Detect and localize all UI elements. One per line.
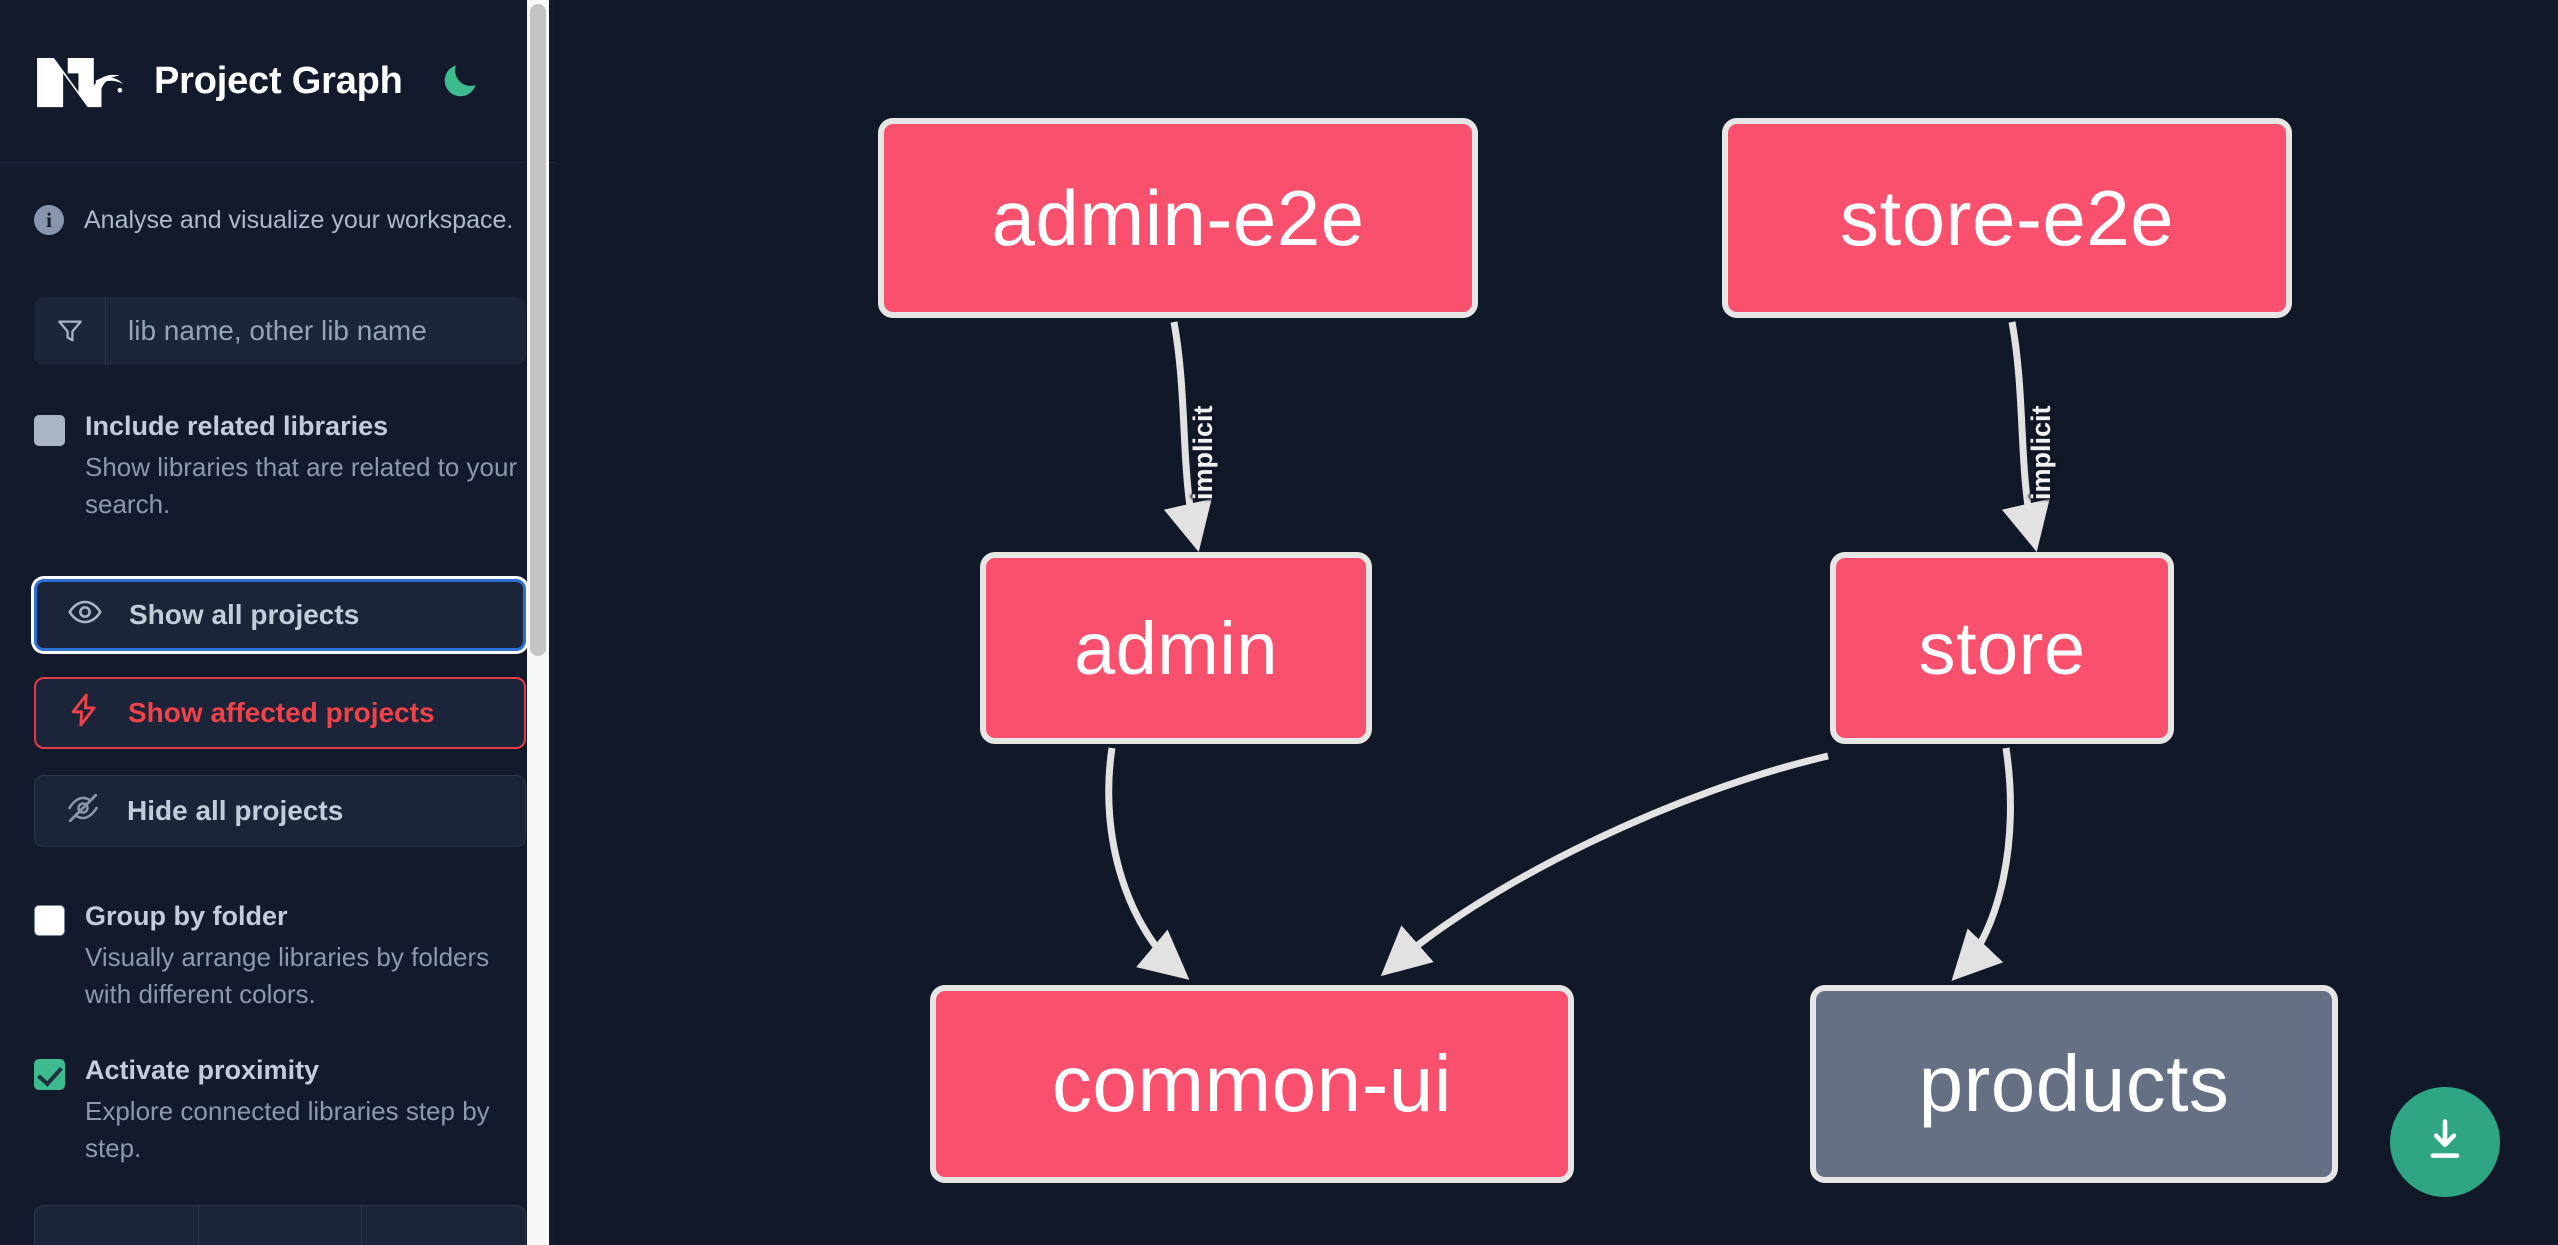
graph-node-admin[interactable]: admin bbox=[980, 552, 1372, 744]
option-include-related-libraries[interactable]: Include related libraries Show libraries… bbox=[34, 409, 526, 523]
include-related-libraries-checkbox[interactable] bbox=[34, 415, 65, 446]
proximity-stepper-group[interactable] bbox=[34, 1205, 526, 1245]
edge-admin-to-common-ui bbox=[1105, 747, 1190, 980]
hide-all-projects-button[interactable]: Hide all projects bbox=[34, 774, 526, 847]
funnel-icon bbox=[34, 297, 106, 365]
download-graph-button[interactable] bbox=[2390, 1087, 2500, 1197]
show-affected-projects-button[interactable]: Show affected projects bbox=[34, 676, 526, 749]
sidebar-divider bbox=[555, 0, 560, 1245]
proximity-value-button[interactable] bbox=[199, 1206, 363, 1245]
workspace-hint: i Analyse and visualize your workspace. bbox=[34, 163, 526, 235]
edge-store-to-products bbox=[1951, 747, 2014, 981]
activate-proximity-description: Explore connected libraries step by step… bbox=[85, 1095, 490, 1163]
sidebar-body: i Analyse and visualize your workspace. … bbox=[0, 163, 560, 1167]
edge-store-e2e-to-store bbox=[2001, 321, 2050, 552]
search-input[interactable] bbox=[106, 297, 526, 365]
graph-node-store[interactable]: store bbox=[1830, 552, 2174, 744]
graph-node-common-ui[interactable]: common-ui bbox=[930, 985, 1574, 1183]
edge-store-to-common-ui bbox=[1380, 752, 1829, 977]
project-graph-canvas[interactable]: admin-e2e store-e2e admin store common-u… bbox=[560, 0, 2558, 1245]
activate-proximity-checkbox[interactable] bbox=[34, 1058, 65, 1090]
eye-off-icon bbox=[65, 790, 101, 831]
edge-label-implicit-admin: implicit bbox=[1188, 405, 1218, 500]
moon-icon[interactable] bbox=[437, 58, 483, 104]
sidebar-header: Project Graph bbox=[0, 0, 560, 163]
edge-admin-e2e-to-admin bbox=[1163, 321, 1212, 552]
group-by-folder-description: Visually arrange libraries by folders wi… bbox=[85, 942, 490, 1009]
filter-search-box[interactable] bbox=[34, 297, 526, 365]
graph-node-admin-e2e[interactable]: admin-e2e bbox=[878, 118, 1478, 318]
lightning-icon bbox=[66, 692, 102, 733]
info-icon: i bbox=[34, 205, 64, 235]
show-affected-projects-label: Show affected projects bbox=[128, 696, 435, 728]
graph-edges bbox=[1105, 321, 2050, 981]
sidebar-scrollbar-thumb[interactable] bbox=[530, 4, 546, 656]
sidebar-scrollbar[interactable] bbox=[527, 0, 549, 1245]
app-title: Project Graph bbox=[154, 59, 403, 102]
proximity-decrease-button[interactable] bbox=[35, 1206, 199, 1245]
group-by-folder-checkbox[interactable] bbox=[34, 904, 65, 936]
activate-proximity-label: Activate proximity bbox=[85, 1054, 320, 1085]
include-related-libraries-label: Include related libraries bbox=[85, 411, 389, 441]
download-icon bbox=[2419, 1114, 2471, 1171]
option-group-by-folder[interactable]: Group by folder Visually arrange librari… bbox=[34, 899, 526, 1013]
proximity-increase-button[interactable] bbox=[362, 1206, 525, 1245]
graph-node-store-e2e[interactable]: store-e2e bbox=[1722, 118, 2292, 318]
sidebar: Project Graph i Analyse and visualize yo… bbox=[0, 0, 560, 1245]
show-all-projects-button[interactable]: Show all projects bbox=[34, 578, 526, 651]
hide-all-projects-label: Hide all projects bbox=[127, 794, 344, 826]
workspace-hint-text: Analyse and visualize your workspace. bbox=[84, 205, 514, 234]
nx-logo bbox=[34, 50, 126, 112]
group-by-folder-label: Group by folder bbox=[85, 900, 288, 931]
graph-node-products[interactable]: products bbox=[1810, 985, 2338, 1183]
include-related-libraries-description: Show libraries that are related to your … bbox=[85, 452, 518, 519]
edge-label-implicit-store: implicit bbox=[2026, 405, 2056, 500]
show-all-projects-label: Show all projects bbox=[129, 598, 360, 630]
eye-icon bbox=[67, 594, 103, 635]
option-activate-proximity[interactable]: Activate proximity Explore connected lib… bbox=[34, 1053, 526, 1167]
